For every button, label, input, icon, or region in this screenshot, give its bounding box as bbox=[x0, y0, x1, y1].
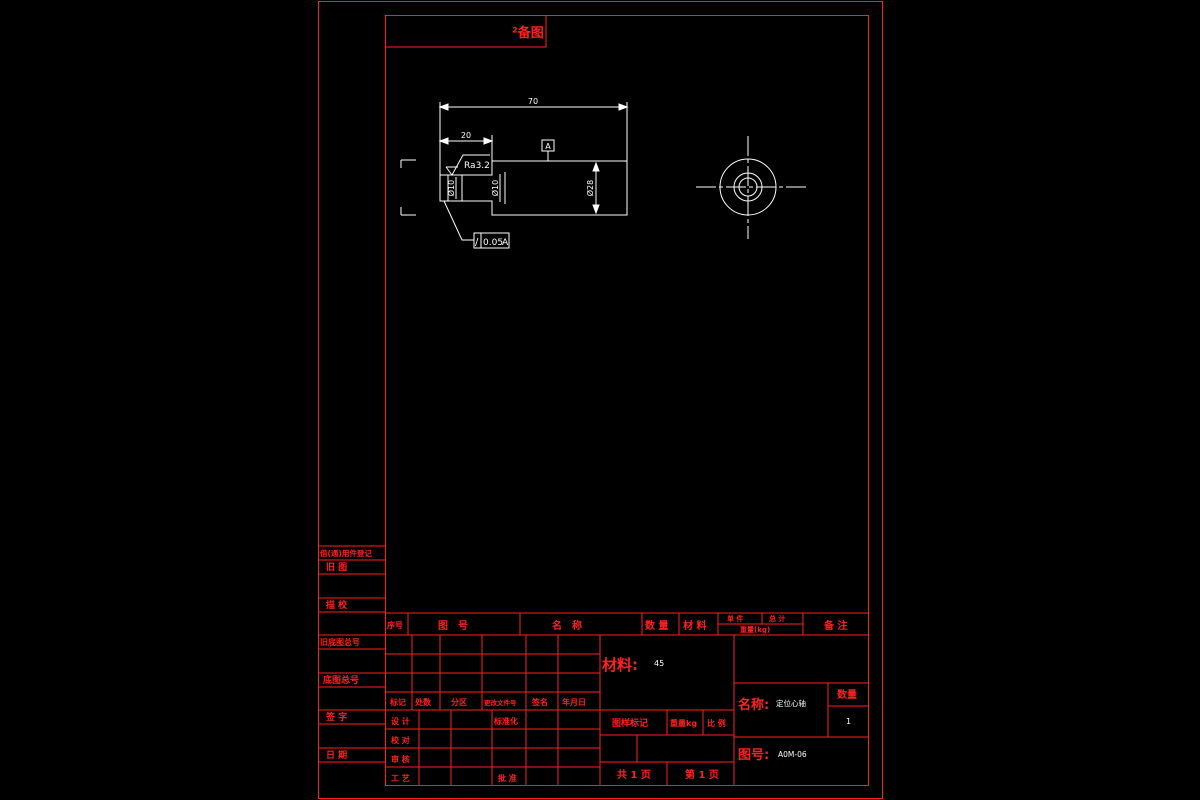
qty-label: 数量 bbox=[837, 688, 857, 701]
top-label: ²备图 bbox=[512, 25, 544, 41]
chg-mark: 标记 bbox=[389, 697, 406, 707]
total-pages: 共 1 页 bbox=[617, 768, 651, 781]
dim-large-dia: Ø28 bbox=[585, 180, 595, 196]
page-no: 第 1 页 bbox=[685, 768, 719, 781]
scale-label: 比 例 bbox=[707, 718, 726, 728]
datum-label: A bbox=[545, 142, 551, 151]
left-old-drawing: 旧 图 bbox=[326, 561, 347, 573]
roughness-label: Ra3.2 bbox=[464, 161, 490, 171]
chg-review: 审 核 bbox=[391, 754, 410, 764]
dim-overall-length: 70 bbox=[528, 97, 538, 106]
runout-symbol-icon: / bbox=[475, 237, 479, 248]
dim-small-dia-1: Ø10 bbox=[446, 180, 456, 196]
tolerance-value: 0.05 bbox=[483, 238, 503, 248]
left-borrowed-reg: 借(通)用件登记 bbox=[319, 548, 372, 558]
drawing-no-value: A0M-06 bbox=[778, 750, 807, 759]
tolerance-datum: A bbox=[502, 238, 509, 248]
material-label: 材料: bbox=[602, 656, 638, 674]
chg-sign: 签名 bbox=[531, 697, 548, 707]
chg-date: 年月日 bbox=[562, 697, 586, 707]
name-value: 定位心轴 bbox=[776, 698, 806, 708]
left-base-no: 底图总号 bbox=[323, 674, 359, 686]
weight-label: 重量kg bbox=[670, 718, 697, 728]
drawing-frame bbox=[318, 1, 883, 799]
bom-weight: 重量(kg) bbox=[740, 625, 770, 634]
bom-qty: 数 量 bbox=[645, 619, 668, 632]
bom-total: 总 计 bbox=[769, 614, 785, 623]
left-old-base-no: 旧底图总号 bbox=[320, 637, 360, 647]
chg-process: 工 艺 bbox=[391, 773, 410, 783]
bom-material: 材 料 bbox=[683, 619, 706, 632]
chg-zone: 分区 bbox=[451, 697, 467, 707]
bom-remark: 备 注 bbox=[823, 619, 847, 632]
part-end-view bbox=[696, 136, 806, 239]
left-date: 日 期 bbox=[326, 749, 347, 761]
part-front-view bbox=[400, 102, 629, 249]
name-label: 名称: bbox=[738, 697, 769, 713]
drawing-no-label: 图号: bbox=[738, 748, 769, 763]
chg-doc-no: 更改文件号 bbox=[484, 698, 517, 707]
stage-mark: 图样标记 bbox=[612, 717, 648, 729]
chg-count: 处数 bbox=[414, 697, 432, 707]
dim-small-dia-2: Ø10 bbox=[490, 180, 500, 196]
chg-check: 校 对 bbox=[391, 735, 410, 745]
qty-value: 1 bbox=[846, 717, 851, 726]
bom-unit: 单 件 bbox=[727, 614, 743, 623]
dim-step-length: 20 bbox=[461, 131, 471, 140]
bom-drawing-no: 图 号 bbox=[438, 620, 468, 632]
material-value: 45 bbox=[654, 659, 664, 668]
chg-design: 设 计 bbox=[391, 716, 410, 726]
left-sign: 签 字 bbox=[325, 711, 347, 723]
chg-standardize: 标准化 bbox=[493, 716, 518, 726]
bom-name: 名 称 bbox=[552, 619, 582, 632]
bom-seq: 序号 bbox=[387, 620, 403, 630]
chg-approve: 批 准 bbox=[498, 773, 517, 783]
left-trace-check: 描 校 bbox=[326, 599, 348, 611]
